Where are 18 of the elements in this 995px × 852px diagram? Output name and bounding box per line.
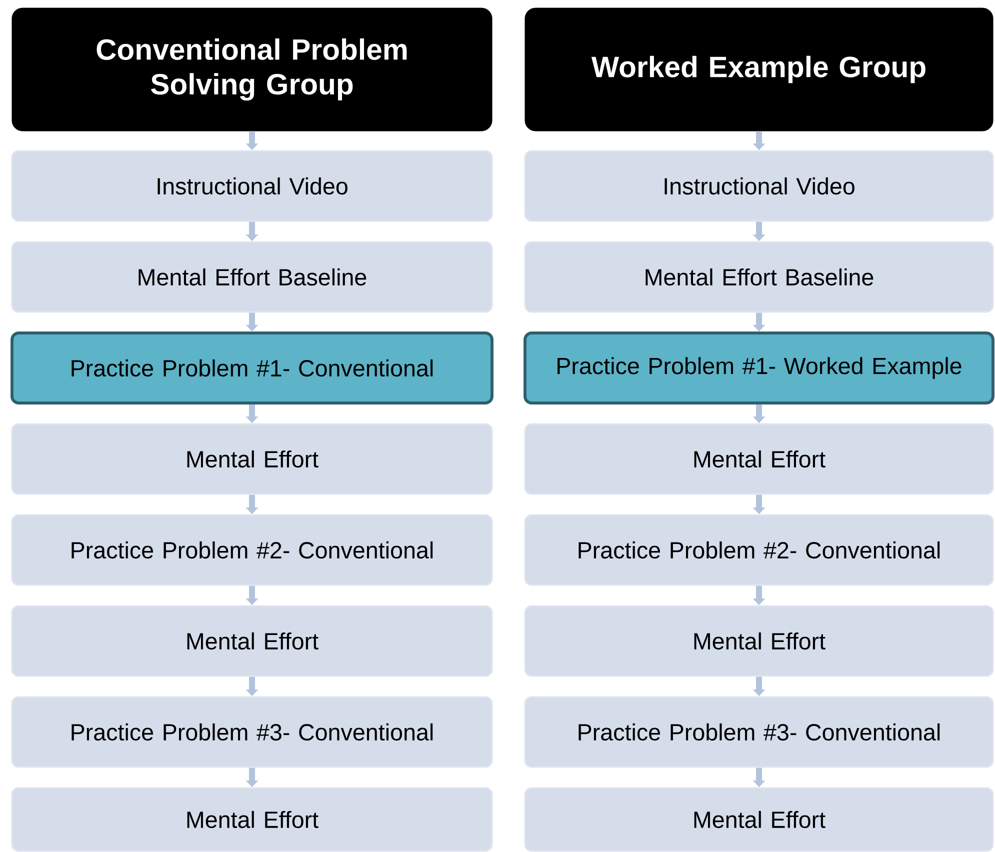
header-box: Worked Example Group xyxy=(524,8,994,132)
process-box: Instructional Video xyxy=(11,150,493,222)
process-box: Practice Problem #1- Conventional xyxy=(10,332,494,404)
process-box: Mental Effort xyxy=(524,605,994,677)
process-box: Mental Effort xyxy=(524,787,994,852)
process-box: Practice Problem #2- Conventional xyxy=(11,514,493,586)
process-box: Mental Effort xyxy=(11,787,493,852)
process-box: Practice Problem #1- Worked Example xyxy=(524,332,994,404)
process-box: Practice Problem #2- Conventional xyxy=(524,514,994,586)
process-box: Mental Effort xyxy=(11,605,493,677)
process-box: Mental Effort xyxy=(524,423,994,495)
process-box: Practice Problem #3- Conventional xyxy=(524,696,994,768)
process-box: Instructional Video xyxy=(524,150,994,222)
process-box: Mental Effort xyxy=(11,423,493,495)
header-box: Conventional Problem Solving Group xyxy=(12,8,492,132)
process-box: Practice Problem #3- Conventional xyxy=(11,696,493,768)
process-box: Mental Effort Baseline xyxy=(11,241,493,313)
process-box: Mental Effort Baseline xyxy=(524,241,994,313)
